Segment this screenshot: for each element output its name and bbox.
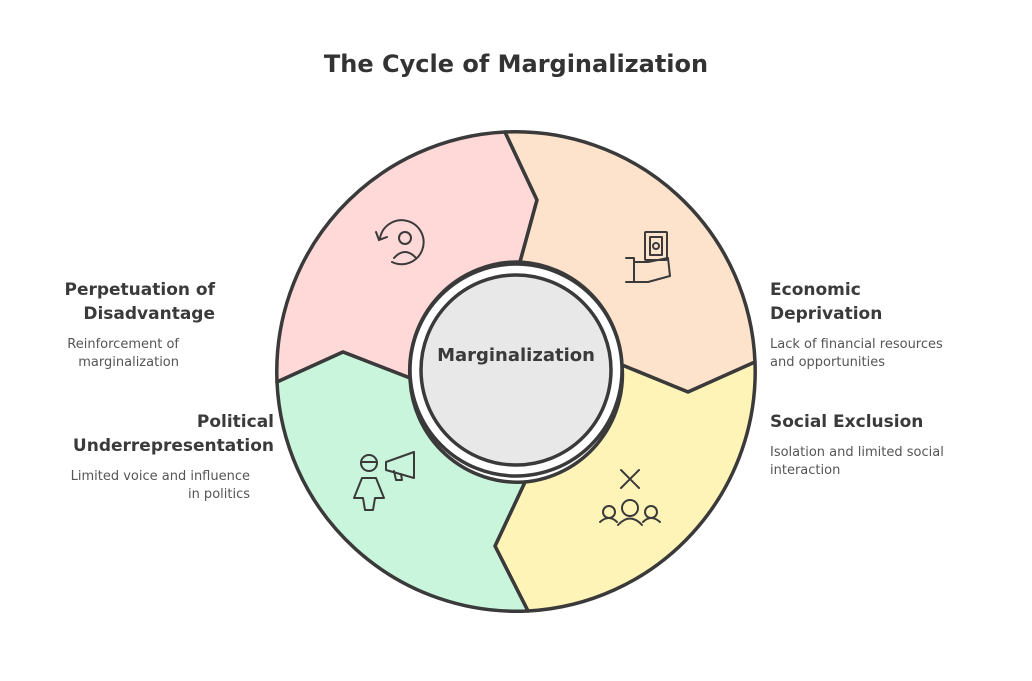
label-perpetuation: Perpetuation of Disadvantage Reinforceme… — [20, 278, 215, 372]
center-label: Marginalization — [437, 345, 595, 366]
perpetuation-title-line1: Perpetuation of — [64, 280, 215, 300]
perpetuation-desc-line1: Reinforcement of — [67, 337, 179, 352]
person-megaphone-icon — [353, 451, 415, 511]
social-desc-line2: interaction — [770, 463, 841, 478]
political-description: Limited voice and influence in politics — [20, 468, 274, 504]
segment-social — [493, 360, 757, 613]
segment-political — [275, 350, 530, 614]
hand-with-money-icon — [625, 231, 671, 283]
label-social: Social Exclusion Isolation and limited s… — [770, 410, 1000, 480]
label-political: Political Underrepresentation Limited vo… — [20, 410, 274, 504]
social-desc-line1: Isolation and limited social — [770, 445, 944, 460]
person-cycle-icon — [375, 219, 425, 266]
social-title: Social Exclusion — [770, 412, 924, 432]
economic-desc-line2: and opportunities — [770, 355, 886, 370]
center-disc — [419, 273, 613, 467]
label-economic: Economic Deprivation Lack of financial r… — [770, 278, 1000, 372]
group-excluded-icon — [599, 469, 661, 526]
political-desc-line2: in politics — [187, 487, 250, 502]
perpetuation-desc-line2: marginalization — [78, 355, 179, 370]
political-title-line2: Underrepresentation — [72, 436, 274, 456]
perpetuation-title-line2: Disadvantage — [83, 304, 215, 324]
economic-description: Lack of financial resources and opportun… — [770, 336, 1000, 372]
perpetuation-description: Reinforcement of marginalization — [20, 336, 215, 372]
economic-title-line1: Economic — [770, 280, 861, 300]
political-title-line1: Political — [196, 412, 274, 432]
diagram-title: The Cycle of Marginalization — [323, 50, 709, 78]
economic-title-line2: Deprivation — [770, 304, 883, 324]
economic-desc-line1: Lack of financial resources — [770, 337, 943, 352]
social-description: Isolation and limited social interaction — [770, 444, 1000, 480]
political-desc-line1: Limited voice and influence — [70, 469, 250, 484]
